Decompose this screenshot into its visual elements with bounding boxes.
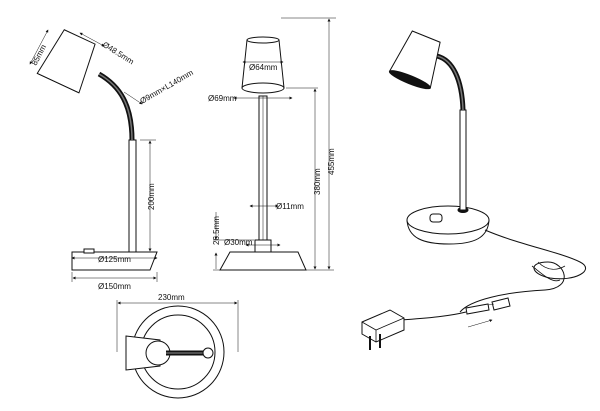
side-stem bbox=[128, 139, 137, 253]
top-stem bbox=[202, 347, 214, 359]
persp-base-top bbox=[406, 205, 490, 235]
dim-base-outer: Ø150mm bbox=[98, 282, 131, 291]
dim-top-width: 230mm bbox=[158, 293, 185, 302]
dim-shade-top: Ø64mm bbox=[249, 63, 278, 72]
dim-shade-bottom: Ø69mm bbox=[208, 94, 237, 103]
persp-connect-arrow bbox=[467, 319, 493, 328]
front-collar bbox=[254, 239, 272, 253]
side-view: 85mm Ø48.5mm Ø9mm×L140mm 200mm Ø125mm Ø1… bbox=[29, 29, 196, 291]
dim-base-inner: Ø125mm bbox=[98, 255, 131, 264]
front-base bbox=[219, 251, 307, 271]
dim-stem-height: 200mm bbox=[147, 183, 156, 210]
side-switch bbox=[83, 248, 95, 254]
dim-height-455: 455mm bbox=[327, 148, 336, 175]
dim-collar-diameter: Ø30mm bbox=[224, 238, 253, 247]
persp-connector bbox=[465, 297, 511, 315]
dim-neck: Ø9mm×L140mm bbox=[139, 68, 196, 106]
perspective-view bbox=[361, 30, 587, 350]
dim-shade-diameter: Ø48.5mm bbox=[101, 40, 136, 66]
front-view: Ø64mm Ø69mm Ø11mm 26.5mm Ø30mm 380mm 455… bbox=[208, 17, 336, 271]
persp-power-adapter bbox=[361, 309, 405, 350]
dim-collar-height: 26.5mm bbox=[212, 216, 221, 245]
dim-height-380: 380mm bbox=[313, 168, 322, 195]
dim-stem-diameter: Ø11mm bbox=[276, 202, 304, 211]
top-view: 230mm bbox=[116, 293, 239, 399]
persp-stem bbox=[459, 109, 467, 211]
side-shade bbox=[36, 29, 96, 94]
persp-cable bbox=[459, 229, 587, 313]
